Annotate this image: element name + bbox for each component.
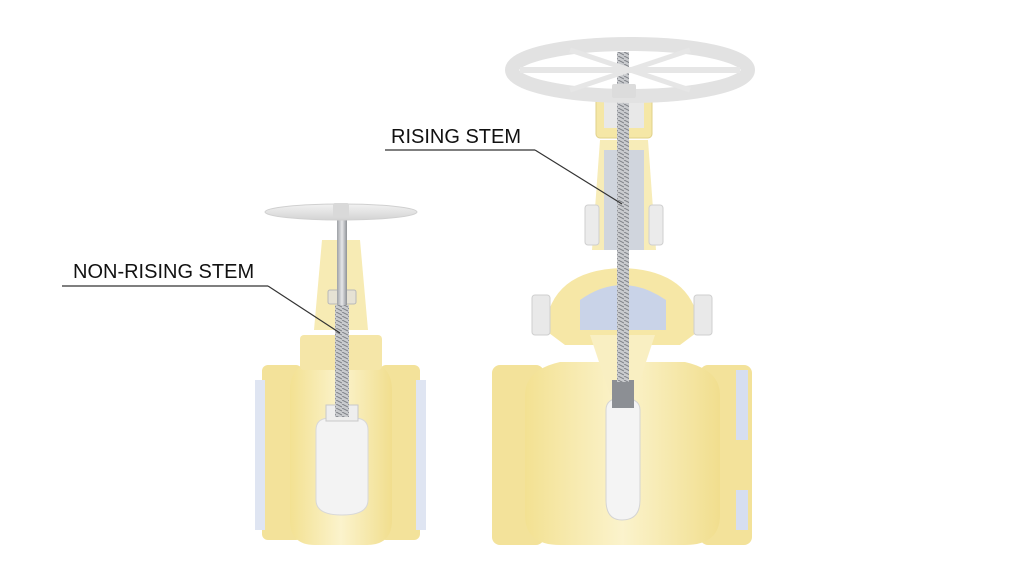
handwheel-hub	[333, 203, 349, 217]
handwheel-hub	[612, 84, 636, 98]
bolt-left	[531, 294, 551, 336]
gland-bolt-left	[584, 204, 600, 246]
gland-bolt-right	[648, 204, 664, 246]
disc-connector	[612, 380, 634, 408]
gate-disc	[605, 397, 641, 521]
bolt-right	[693, 294, 713, 336]
flange-face-right-lower	[736, 490, 748, 530]
non-rising-stem-label: NON-RISING STEM	[73, 261, 255, 283]
stem-threaded	[335, 305, 349, 417]
stem-threaded	[617, 52, 629, 382]
rising-stem-label: RISING STEM	[391, 126, 522, 148]
gate-valve-non-rising-icon	[255, 203, 426, 545]
gate-valve-rising-icon	[492, 37, 755, 545]
gate-disc	[315, 417, 369, 516]
flange-face-left	[255, 380, 265, 530]
leader-lines	[62, 149, 623, 334]
leader-pointer-rising	[534, 149, 623, 205]
stem-upper	[337, 215, 347, 305]
flange-face-right	[416, 380, 426, 530]
handwheel-spoke	[569, 47, 691, 93]
leader-pointer-nonrising	[267, 285, 341, 334]
flange-face-right	[736, 370, 748, 440]
